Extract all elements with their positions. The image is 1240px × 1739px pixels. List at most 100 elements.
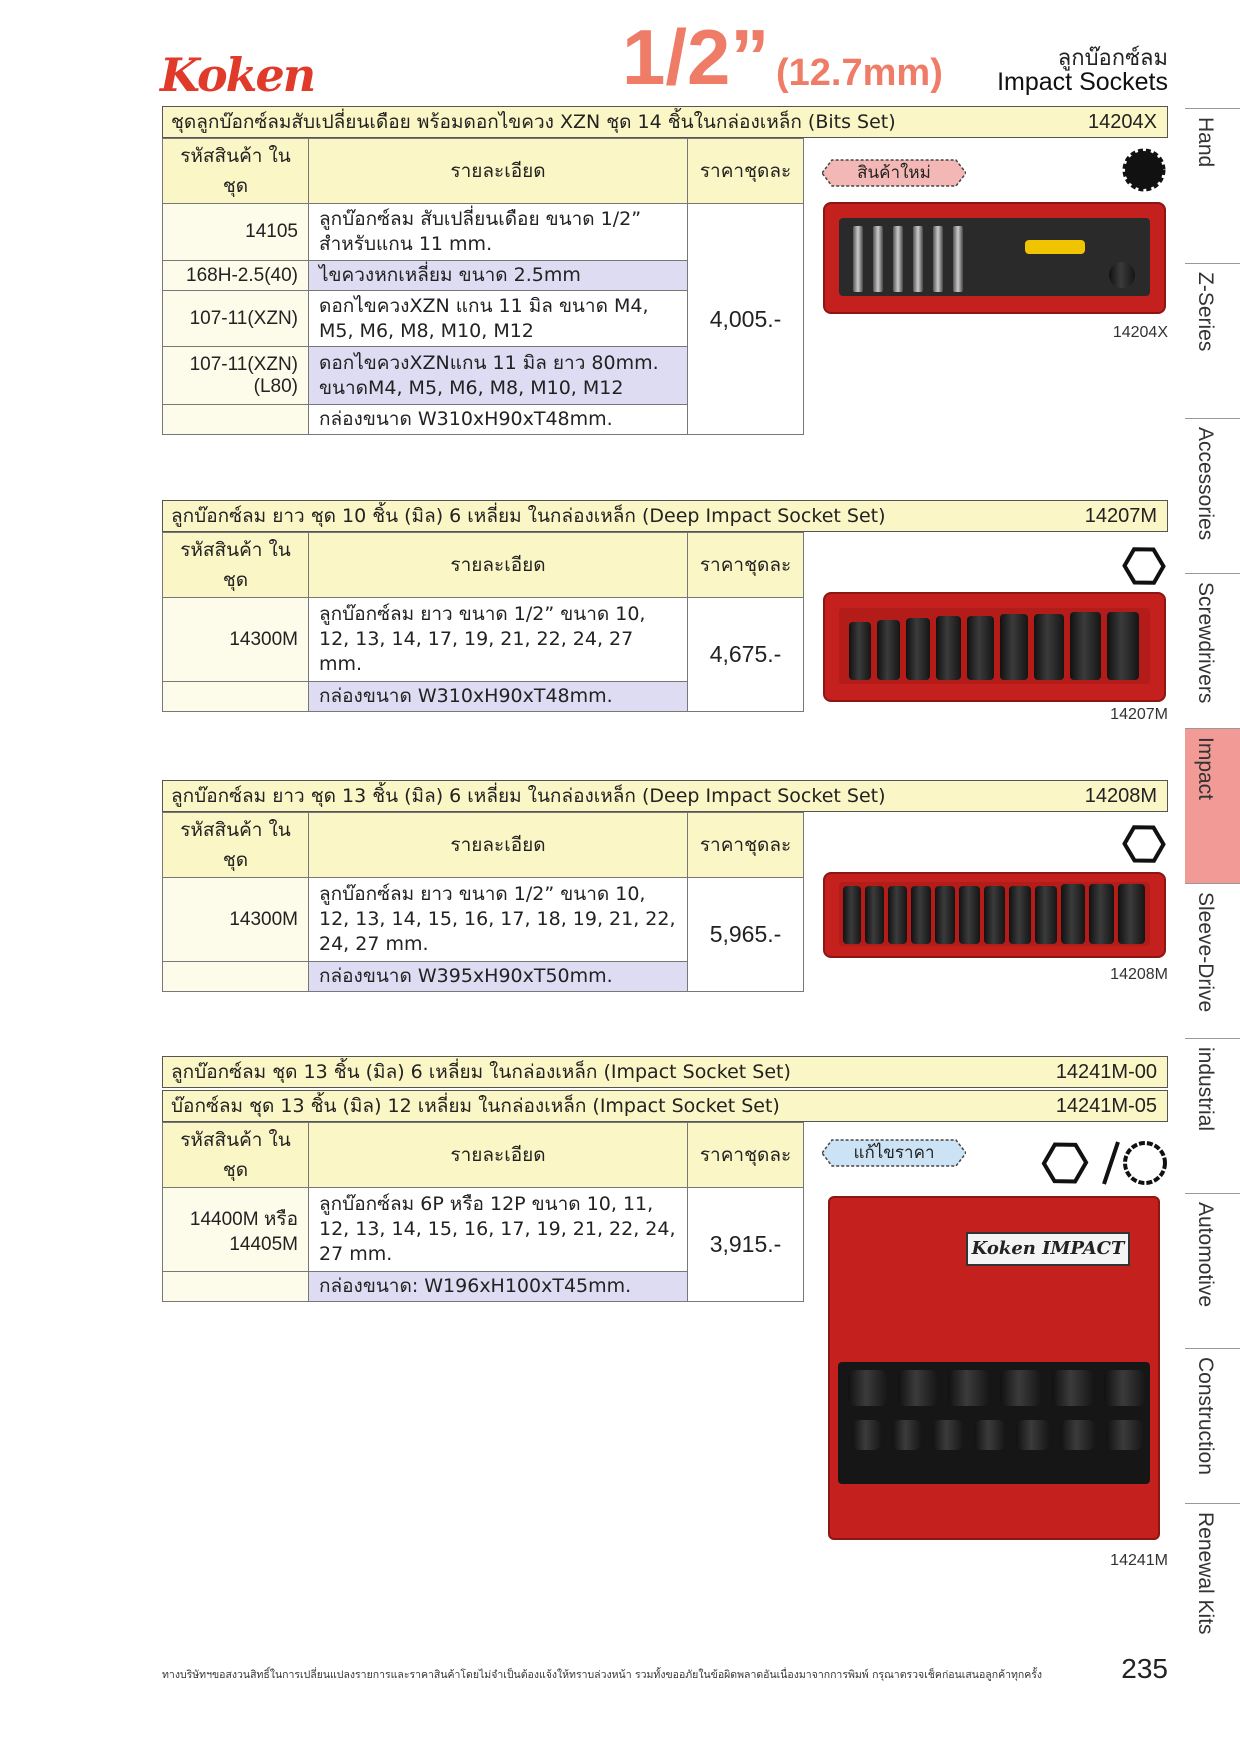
category-english: Impact Sockets — [997, 68, 1168, 96]
image-caption: 14204X — [1112, 324, 1168, 341]
tab-label: Renewal Kits — [1194, 1512, 1217, 1635]
hex-or-twelve-point-icon — [1041, 1141, 1167, 1185]
tab-label: Screwdrivers — [1194, 582, 1217, 704]
table-row: 107-11(XZN) ดอกไขควงXZN แกน 11 มิล ขนาด … — [162, 290, 804, 347]
col-header-code: รหัสสินค้า ในชุด — [162, 812, 309, 878]
item-detail: ลูกบ๊อกซ์ลม สับเปลี่ยนเดือย ขนาด 1/2” สำ… — [308, 203, 688, 261]
new-product-badge-label: สินค้าใหม่ — [857, 163, 931, 183]
tab-z-series[interactable]: Z-Series — [1185, 263, 1240, 418]
table-row: กล่องขนาด W310xH90xT48mm. — [162, 681, 804, 712]
table-row: 107-11(XZN) (L80) ดอกไขควงXZNแกน 11 มิล … — [162, 346, 804, 405]
set-price: 4,005.- — [687, 203, 804, 435]
item-detail: ดอกไขควงXZNแกน 11 มิล ยาว 80mm. ขนาดM4, … — [308, 346, 688, 405]
hex-point-icon — [1122, 547, 1166, 585]
spec-table: รหัสสินค้า ในชุด รายละเอียด ราคาชุดละ 14… — [162, 138, 804, 435]
item-code — [162, 961, 309, 992]
tab-industrial[interactable]: industrial — [1185, 1038, 1240, 1193]
item-detail: กล่องขนาด W310xH90xT48mm. — [308, 404, 688, 435]
tab-renewal-kits[interactable]: Renewal Kits — [1185, 1503, 1240, 1658]
spec-table: รหัสสินค้า ในชุด รายละเอียด ราคาชุดละ 14… — [162, 1122, 804, 1302]
set-price: 3,915.- — [687, 1187, 804, 1302]
col-header-price: ราคาชุดละ — [687, 1122, 804, 1188]
item-detail: ลูกบ๊อกซ์ลม 6P หรือ 12P ขนาด 10, 11, 12,… — [308, 1187, 688, 1272]
box-label: Koken IMPACT — [966, 1232, 1130, 1266]
item-code: 107-11(XZN) (L80) — [162, 346, 309, 405]
tab-label: Impact — [1194, 737, 1217, 801]
table-row: 14105 ลูกบ๊อกซ์ลม สับเปลี่ยนเดือย ขนาด 1… — [162, 203, 804, 435]
product-image-14204X — [823, 202, 1166, 314]
product-image-14241M: Koken IMPACT — [828, 1196, 1160, 1540]
col-header-detail: รายละเอียด — [308, 1122, 688, 1188]
item-code: 14400M หรือ 14405M — [162, 1187, 309, 1272]
section-code: 14208M — [1084, 785, 1157, 807]
table-row: กล่องขนาด W395xH90xT50mm. — [162, 961, 804, 992]
image-caption: 14207M — [1110, 706, 1168, 723]
tab-hand[interactable]: Hand — [1185, 108, 1240, 263]
tab-label: Hand — [1194, 117, 1217, 168]
set-price: 5,965.- — [687, 877, 804, 992]
price-change-badge-label: แก้ไขราคา — [853, 1143, 935, 1163]
col-header-detail: รายละเอียด — [308, 812, 688, 878]
table-row: 14300M ลูกบ๊อกซ์ลม ยาว ขนาด 1/2” ขนาด 10… — [162, 877, 804, 992]
drive-size-mm: (12.7mm) — [776, 52, 943, 94]
tab-sleeve-drive[interactable]: Sleeve-Drive — [1185, 883, 1240, 1038]
product-image-14207M — [823, 592, 1166, 702]
drive-size: 1/2” — [622, 13, 770, 101]
item-code — [162, 404, 309, 435]
col-header-price: ราคาชุดละ — [687, 812, 804, 878]
table-row: กล่องขนาด: W196xH100xT45mm. — [162, 1271, 804, 1302]
category-thai: ลูกบ๊อกซ์ลม — [1057, 46, 1168, 71]
section-title: ลูกบ๊อกซ์ลม ยาว ชุด 13 ชิ้น (มิล) 6 เหลี… — [171, 785, 886, 807]
tab-label: Construction — [1194, 1357, 1217, 1475]
image-caption: 14241M — [1110, 1552, 1168, 1569]
item-detail: ลูกบ๊อกซ์ลม ยาว ขนาด 1/2” ขนาด 10, 12, 1… — [308, 597, 688, 682]
item-detail: ลูกบ๊อกซ์ลม ยาว ขนาด 1/2” ขนาด 10, 12, 1… — [308, 877, 688, 962]
item-code — [162, 1271, 309, 1302]
col-header-price: ราคาชุดละ — [687, 138, 804, 204]
table-row: 168H-2.5(40) ไขควงหกเหลี่ยม ขนาด 2.5mm — [162, 260, 804, 291]
hex-point-icon — [1122, 825, 1166, 863]
item-code: 168H-2.5(40) — [162, 260, 309, 291]
col-header-code: รหัสสินค้า ในชุด — [162, 138, 309, 204]
table-row: กล่องขนาด W310xH90xT48mm. — [162, 404, 804, 435]
item-code: 14300M — [162, 877, 309, 962]
col-header-price: ราคาชุดละ — [687, 532, 804, 598]
section-code: 14207M — [1084, 505, 1157, 527]
tab-screwdrivers[interactable]: Screwdrivers — [1185, 573, 1240, 728]
section-title-bar: ชุดลูกบ๊อกซ์ลมสับเปลี่ยนเดือย พร้อมดอกไข… — [162, 106, 1168, 138]
item-code: 14105 — [162, 203, 309, 261]
item-code: 14300M — [162, 597, 309, 682]
table-row: 14400M หรือ 14405M ลูกบ๊อกซ์ลม 6P หรือ 1… — [162, 1187, 804, 1302]
section-title: ชุดลูกบ๊อกซ์ลมสับเปลี่ยนเดือย พร้อมดอกไข… — [171, 111, 896, 133]
col-header-code: รหัสสินค้า ในชุด — [162, 532, 309, 598]
section-title-2: บ๊อกซ์ลม ชุด 13 ชิ้น (มิล) 12 เหลี่ยม ใน… — [171, 1095, 780, 1117]
tab-impact[interactable]: Impact — [1185, 728, 1240, 883]
section-code-2: 14241M-05 — [1055, 1095, 1157, 1117]
item-detail: ไขควงหกเหลี่ยม ขนาด 2.5mm — [308, 260, 688, 291]
section-title: ลูกบ๊อกซ์ลม ยาว ชุด 10 ชิ้น (มิล) 6 เหลี… — [171, 505, 886, 527]
price-change-badge — [822, 1139, 966, 1167]
section-title-bar: ลูกบ๊อกซ์ลม ยาว ชุด 10 ชิ้น (มิล) 6 เหลี… — [162, 500, 1168, 532]
image-caption: 14208M — [1110, 966, 1168, 983]
tab-automotive[interactable]: Automotive — [1185, 1193, 1240, 1348]
new-product-badge — [822, 159, 966, 187]
item-code — [162, 681, 309, 712]
tab-label: Z-Series — [1194, 272, 1217, 352]
tab-construction[interactable]: Construction — [1185, 1348, 1240, 1503]
item-detail: ดอกไขควงXZN แกน 11 มิล ขนาด M4, M5, M6, … — [308, 290, 688, 347]
product-image-14208M — [823, 872, 1166, 958]
item-detail: กล่องขนาด W310xH90xT48mm. — [308, 681, 688, 712]
section-title: ลูกบ๊อกซ์ลม ชุด 13 ชิ้น (มิล) 6 เหลี่ยม … — [171, 1061, 791, 1083]
tab-label: industrial — [1194, 1047, 1217, 1132]
item-code: 107-11(XZN) — [162, 290, 309, 347]
col-header-detail: รายละเอียด — [308, 138, 688, 204]
page-number: 235 — [1121, 1653, 1168, 1684]
col-header-detail: รายละเอียด — [308, 532, 688, 598]
koken-logo: Koken — [160, 48, 316, 102]
tab-accessories[interactable]: Accessories — [1185, 418, 1240, 573]
section-title-bar: ลูกบ๊อกซ์ลม ชุด 13 ชิ้น (มิล) 6 เหลี่ยม … — [162, 1056, 1168, 1088]
twelve-point-icon — [1122, 148, 1166, 192]
item-detail: กล่องขนาด: W196xH100xT45mm. — [308, 1271, 688, 1302]
tab-label: Automotive — [1194, 1202, 1217, 1308]
disclaimer-note: ทางบริษัทฯขอสงวนสิทธิ์ในการเปลี่ยนแปลงรา… — [162, 1669, 1043, 1681]
